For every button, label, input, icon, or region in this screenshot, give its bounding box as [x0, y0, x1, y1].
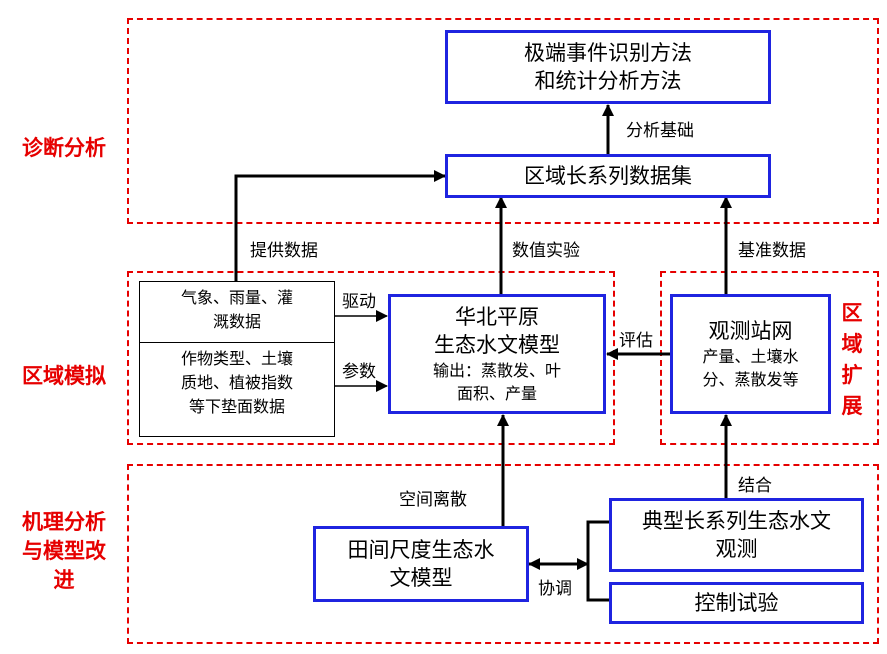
- section-extension-char-3: 扩: [841, 363, 863, 387]
- section-mechanism-line-3: 进: [53, 568, 75, 592]
- input-meteorology-line-2: 溉数据: [212, 312, 261, 331]
- regional-dataset-label: 区域长系列数据集: [524, 164, 692, 188]
- section-regional-simulation-text: 区域模拟: [22, 364, 106, 388]
- arrow-inputs-to-dataset: [234, 170, 446, 281]
- section-extension-char-1: 区: [841, 301, 863, 325]
- label-provide-data: 提供数据: [250, 241, 318, 261]
- section-regional-extension: 区 域 扩 展: [835, 298, 869, 422]
- bracket-experiments: [586, 520, 609, 602]
- input-surface-line-3: 等下垫面数据: [188, 397, 285, 416]
- section-regional-simulation: 区域模拟: [2, 362, 126, 391]
- field-model-line-1: 田间尺度生态水: [347, 538, 495, 562]
- label-coordinate: 协调: [538, 579, 572, 599]
- section-extension-char-2: 域: [841, 332, 863, 356]
- field-model-line-2: 文模型: [389, 566, 453, 590]
- extreme-methods-line-2: 和统计分析方法: [534, 69, 682, 93]
- section-diagnosis-text: 诊断分析: [22, 136, 106, 160]
- label-drive: 驱动: [342, 292, 376, 312]
- station-network-detail-2: 分、蒸散发等: [702, 370, 799, 389]
- huabei-model-output-2: 面积、产量: [456, 384, 537, 403]
- station-network-detail-1: 产量、土壤水: [702, 347, 799, 366]
- box-field-model: 田间尺度生态水 文模型: [313, 526, 529, 602]
- input-surface-line-1: 作物类型、土壤: [180, 349, 293, 368]
- input-meteorology-line-1: 气象、雨量、灌: [180, 288, 293, 307]
- label-benchmark-data: 基准数据: [738, 241, 806, 261]
- label-combine: 结合: [738, 476, 772, 496]
- label-evaluate: 评估: [619, 331, 653, 351]
- huabei-model-output-1: 输出：蒸散发、叶: [432, 361, 561, 380]
- input-surface: 作物类型、土壤 质地、植被指数 等下垫面数据: [140, 347, 334, 419]
- input-data-box: 气象、雨量、灌 溉数据 作物类型、土壤 质地、植被指数 等下垫面数据: [139, 281, 335, 437]
- label-numerical-experiment: 数值实验: [512, 241, 580, 261]
- section-mechanism-line-1: 机理分析: [22, 510, 106, 534]
- region-diagnosis: [127, 18, 879, 224]
- huabei-model-title-2: 生态水文模型: [434, 333, 560, 357]
- region-extension: [660, 271, 879, 445]
- control-experiment-label: 控制试验: [694, 591, 779, 615]
- station-network-title: 观测站网: [708, 319, 793, 343]
- extreme-methods-line-1: 极端事件识别方法: [524, 41, 692, 65]
- section-diagnosis: 诊断分析: [2, 134, 126, 163]
- typical-observation-line-2: 观测: [715, 537, 758, 561]
- box-huabei-model: 华北平原 生态水文模型 输出：蒸散发、叶 面积、产量: [388, 294, 606, 414]
- input-surface-line-2: 质地、植被指数: [180, 373, 293, 392]
- input-meteorology: 气象、雨量、灌 溉数据: [140, 286, 334, 334]
- section-mechanism: 机理分析 与模型改 进: [2, 508, 126, 595]
- label-analysis-basis: 分析基础: [626, 121, 694, 141]
- huabei-model-title-1: 华北平原: [455, 305, 539, 329]
- input-divider: [140, 342, 334, 343]
- box-station-network: 观测站网 产量、土壤水 分、蒸散发等: [670, 294, 831, 414]
- section-extension-char-4: 展: [841, 394, 863, 418]
- section-mechanism-line-2: 与模型改: [22, 539, 106, 563]
- box-control-experiment: 控制试验: [609, 582, 864, 624]
- box-regional-dataset: 区域长系列数据集: [445, 154, 771, 198]
- typical-observation-line-1: 典型长系列生态水文: [642, 509, 831, 533]
- label-spatial-discretization: 空间离散: [399, 490, 467, 510]
- label-parameters: 参数: [342, 362, 376, 382]
- box-extreme-methods: 极端事件识别方法 和统计分析方法: [445, 30, 771, 104]
- box-typical-observation: 典型长系列生态水文 观测: [609, 498, 864, 572]
